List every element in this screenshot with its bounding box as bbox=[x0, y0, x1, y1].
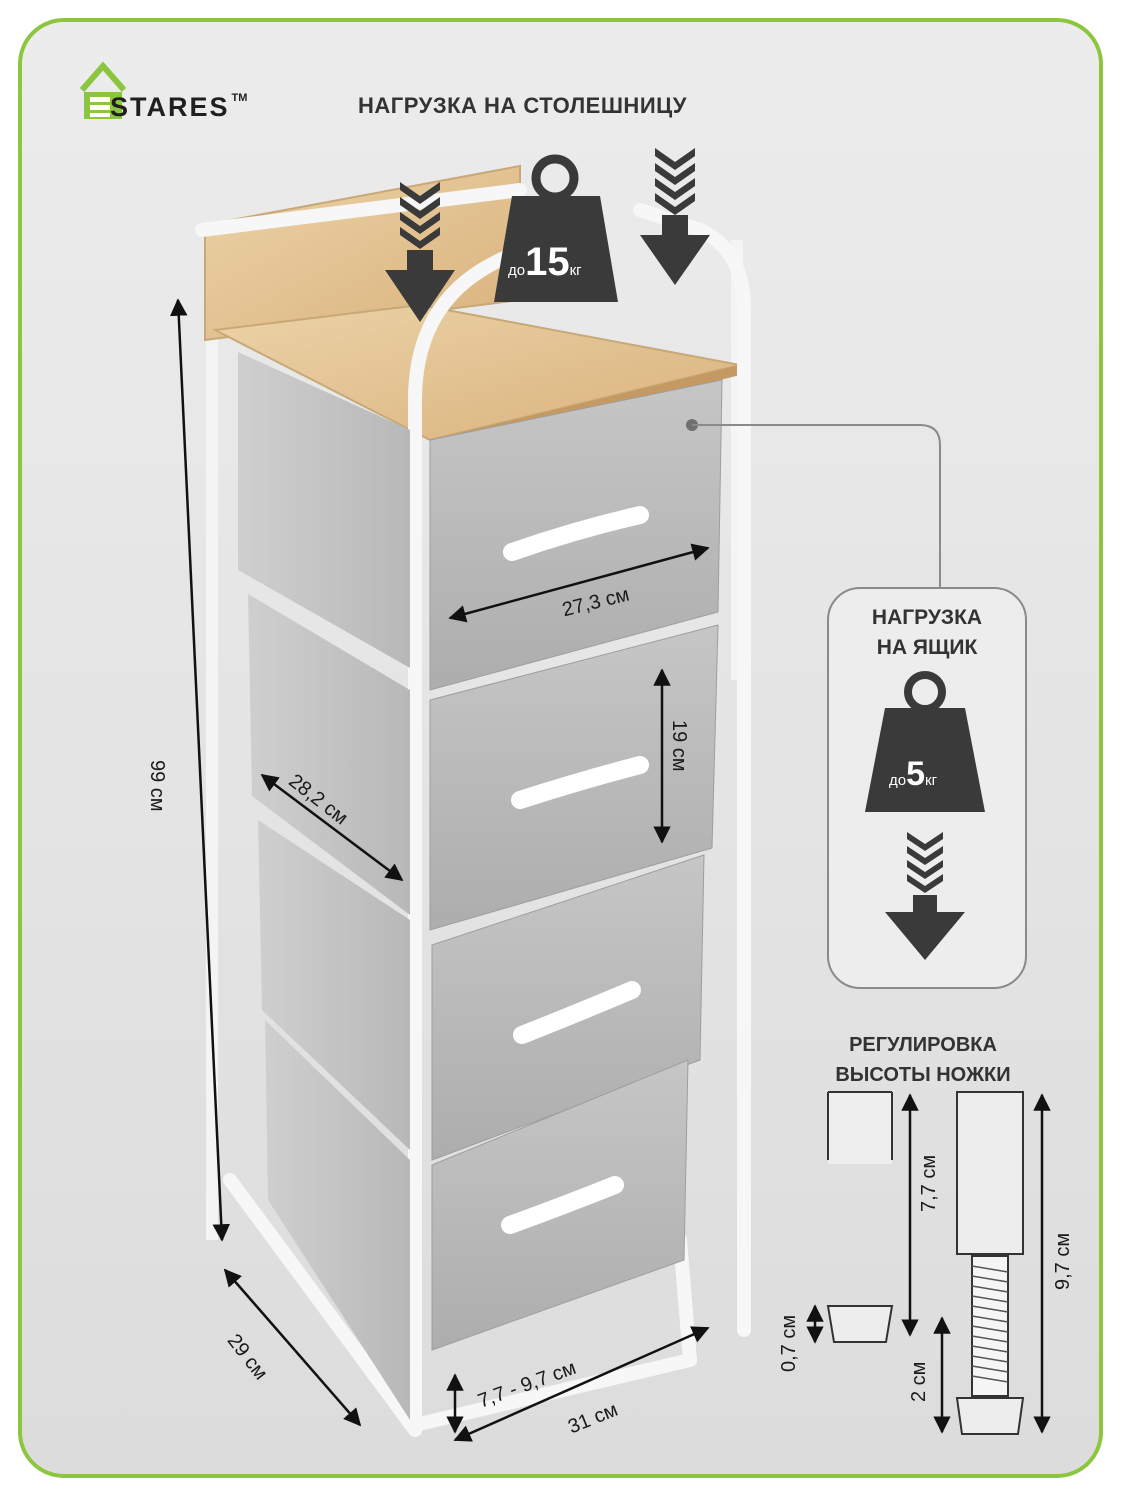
dimension-lines bbox=[169, 298, 710, 1442]
side-fabric-panels bbox=[238, 352, 410, 1420]
leg-cap-label: 0,7 см bbox=[778, 1314, 800, 1372]
page-title: НАГРУЗКА НА СТОЛЕШНИЦУ bbox=[358, 93, 687, 118]
drawer-load-label: НАГРУЗКА НА ЯЩИК bbox=[871, 606, 983, 659]
leg-adjust-title: РЕГУЛИРОВКА ВЫСОТЫ НОЖКИ bbox=[835, 1034, 1011, 1086]
leg-long-label: 9,7 см bbox=[1052, 1232, 1074, 1290]
leg-screw-label: 2 см bbox=[908, 1361, 930, 1402]
leg-diagram-long bbox=[955, 1091, 1025, 1435]
weight-15kg-icon bbox=[494, 154, 618, 302]
tabletop-arrow-left-icon bbox=[385, 182, 455, 322]
drawer-height-label: 19 см bbox=[668, 720, 690, 772]
height-label: 99 см bbox=[146, 760, 168, 812]
drawer-pointer-line bbox=[686, 419, 941, 590]
leg-diagram-short bbox=[826, 1091, 894, 1343]
drawer-load-box bbox=[827, 587, 1027, 989]
leg-short-label: 7,7 см bbox=[918, 1154, 940, 1212]
drawers bbox=[429, 379, 723, 1351]
leg-dimension-lines bbox=[806, 1093, 1051, 1434]
tabletop-weight-label: до15кг bbox=[508, 240, 582, 284]
brand-name: STARES bbox=[110, 92, 230, 122]
drawer-weight-label: до5кг bbox=[889, 755, 938, 793]
tabletop-arrow-right-icon bbox=[640, 148, 710, 285]
logo-house-icon bbox=[79, 61, 127, 119]
brand-trademark: TM bbox=[231, 92, 248, 104]
